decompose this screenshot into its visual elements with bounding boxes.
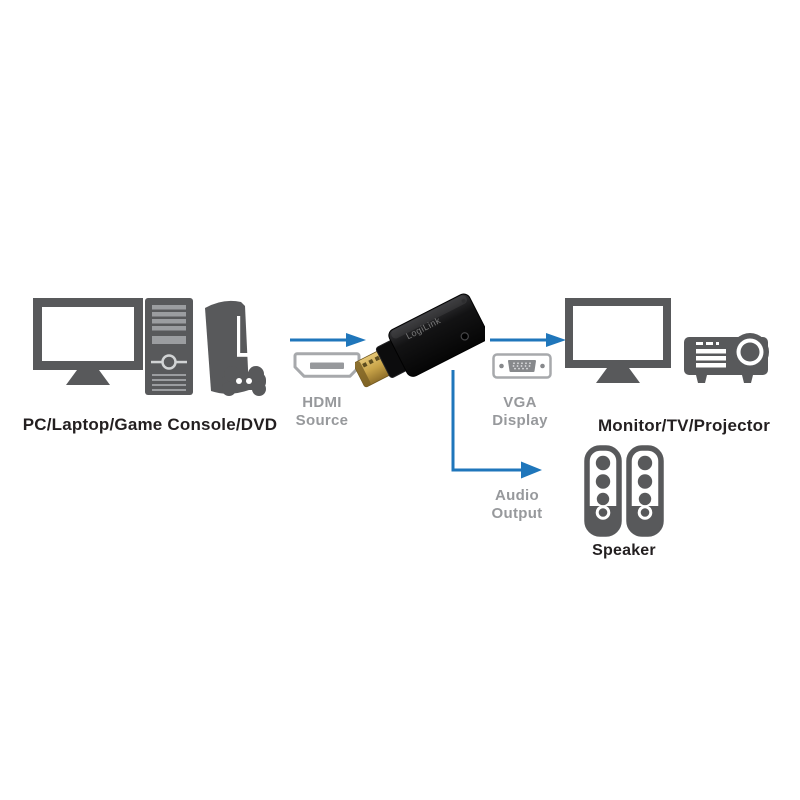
display-devices-label: Monitor/TV/Projector (597, 416, 771, 435)
monitor-icon (33, 298, 143, 385)
vga-connector-icon (492, 353, 552, 379)
hdmi-vga-adapter: LogiLink (355, 293, 485, 388)
audio-output-label-line2: Output (491, 505, 543, 523)
vga-display-label-line2: Display (492, 412, 548, 430)
projector-icon (684, 333, 769, 383)
speaker-label: Speaker (592, 542, 656, 559)
hdmi-source-label: HDMI Source (282, 394, 362, 431)
monitor-icon (565, 298, 671, 383)
speaker-icon (584, 445, 622, 537)
hdmi-source-label-line2: Source (295, 412, 349, 430)
vga-display-label-line1: VGA (503, 394, 537, 411)
source-devices-label: PC/Laptop/Game Console/DVD (22, 415, 278, 434)
audio-output-label: Audio Output (477, 487, 557, 524)
hdmi-source-label-line1: HDMI (302, 394, 342, 411)
right-arrow-icon (490, 333, 566, 347)
gamepad-icon (222, 366, 266, 396)
pc-tower-icon (145, 298, 193, 395)
audio-output-label-line1: Audio (495, 487, 539, 504)
right-arrow-icon (290, 333, 366, 347)
hdmi-connector-icon (293, 352, 361, 378)
audio-elbow-arrow-connector (451, 370, 542, 479)
vga-display-label: VGA Display (480, 394, 560, 431)
speaker-icon (626, 445, 664, 537)
audio-jack-hole (460, 332, 469, 341)
